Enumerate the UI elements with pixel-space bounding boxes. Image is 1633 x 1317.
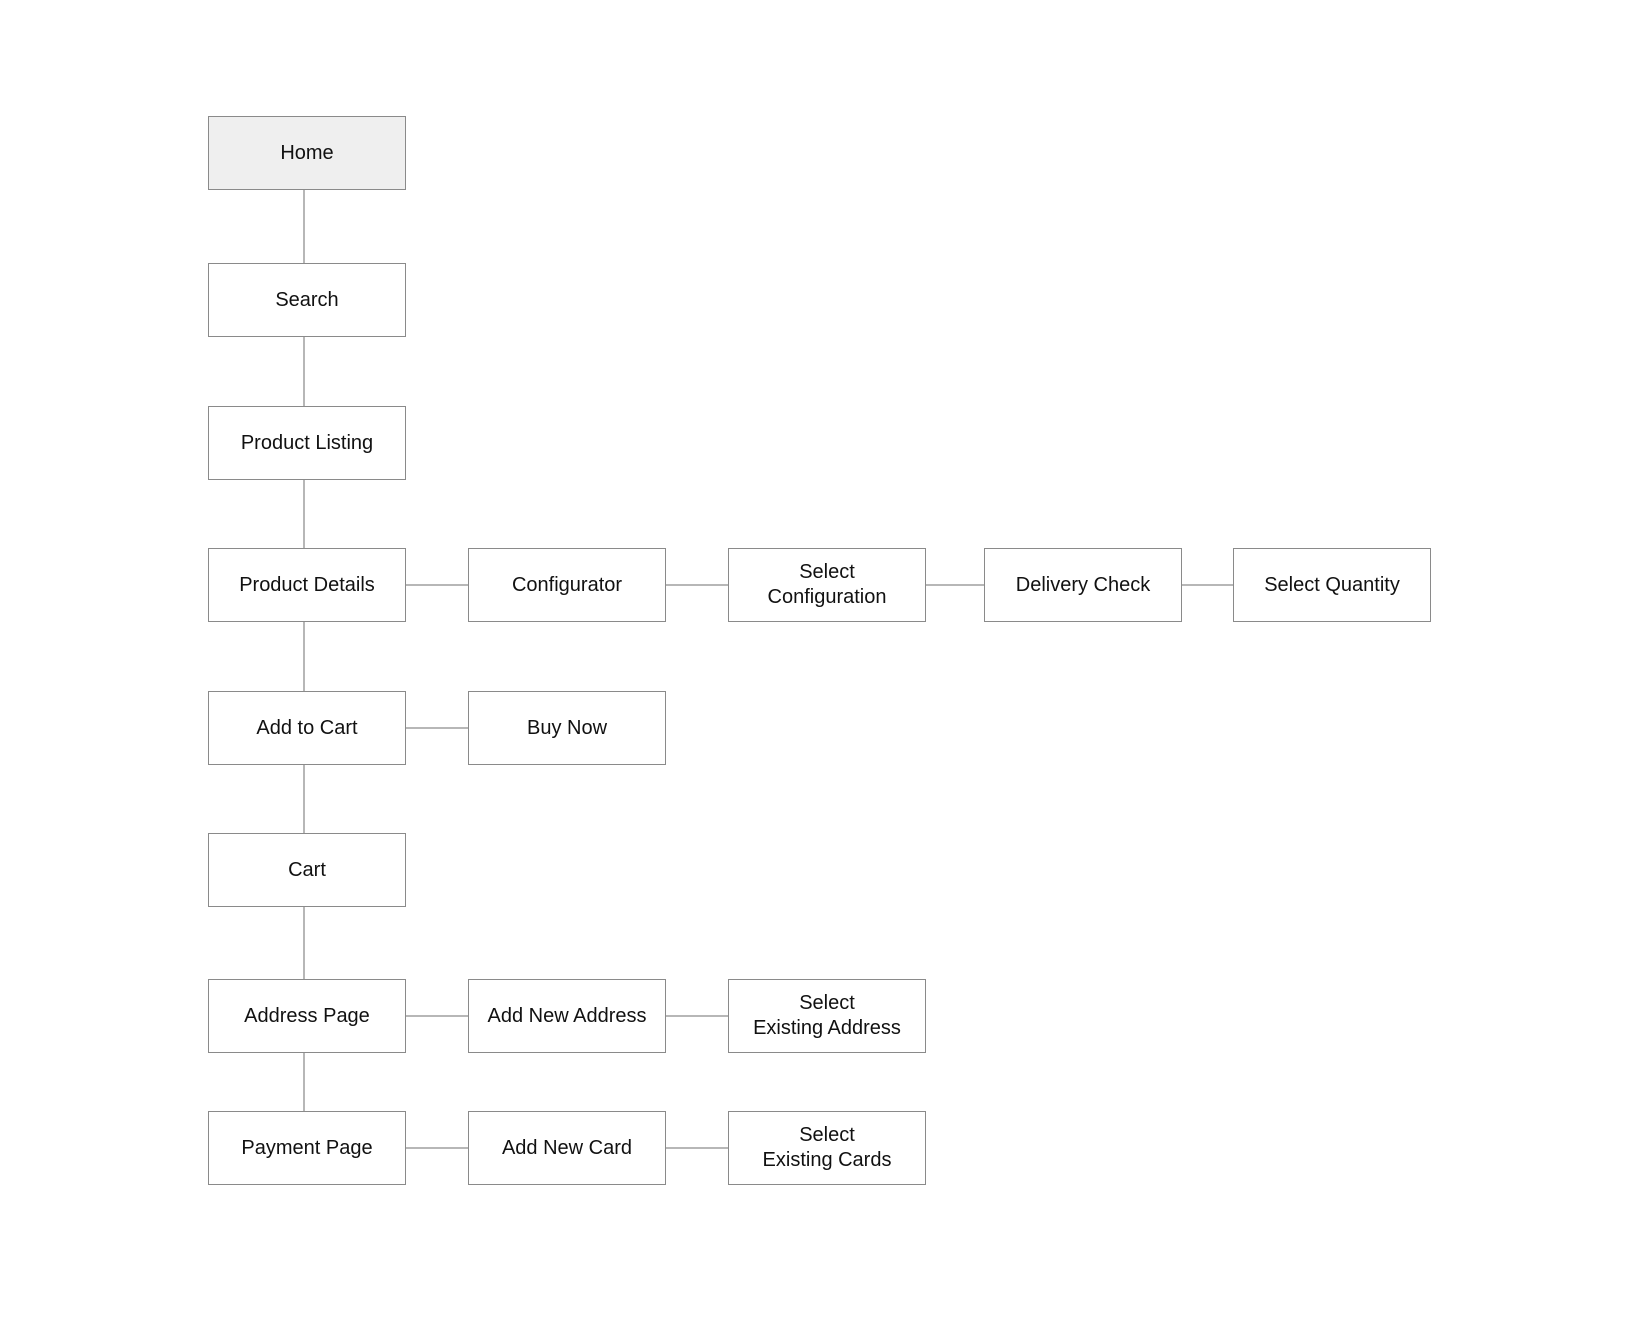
node-add-to-cart: Add to Cart [208,691,406,765]
node-select-configuration: Select Configuration [728,548,926,622]
node-home: Home [208,116,406,190]
node-add-new-card: Add New Card [468,1111,666,1185]
node-select-quantity: Select Quantity [1233,548,1431,622]
node-address-page: Address Page [208,979,406,1053]
node-search: Search [208,263,406,337]
node-cart: Cart [208,833,406,907]
node-select-existing-address: Select Existing Address [728,979,926,1053]
node-buy-now: Buy Now [468,691,666,765]
node-product-details: Product Details [208,548,406,622]
node-payment-page: Payment Page [208,1111,406,1185]
node-configurator: Configurator [468,548,666,622]
node-add-new-address: Add New Address [468,979,666,1053]
node-select-existing-cards: Select Existing Cards [728,1111,926,1185]
node-delivery-check: Delivery Check [984,548,1182,622]
node-product-listing: Product Listing [208,406,406,480]
